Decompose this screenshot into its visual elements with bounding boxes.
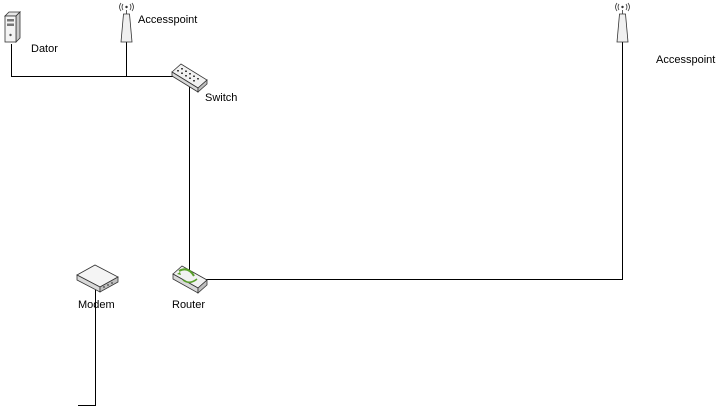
modem-icon	[76, 264, 119, 293]
router-label: Router	[172, 299, 206, 311]
switch-label: Switch	[205, 92, 238, 104]
network-switch-icon	[171, 63, 208, 93]
connections	[11, 42, 623, 406]
accesspoint-left-label: Accesspoint	[138, 14, 198, 26]
wireless-access-point-icon	[615, 2, 630, 43]
dator-label: Dator	[31, 43, 58, 55]
wireless-access-point-icon	[119, 2, 134, 43]
accesspoint-right-label: Accesspoint	[656, 54, 716, 66]
link-dator-switch	[11, 44, 176, 77]
link-router-accesspoint-right	[200, 42, 623, 280]
modem-label: Modem	[78, 299, 115, 311]
router-icon	[172, 265, 208, 294]
computer-tower-icon	[4, 11, 21, 43]
link-modem-external	[78, 287, 96, 406]
